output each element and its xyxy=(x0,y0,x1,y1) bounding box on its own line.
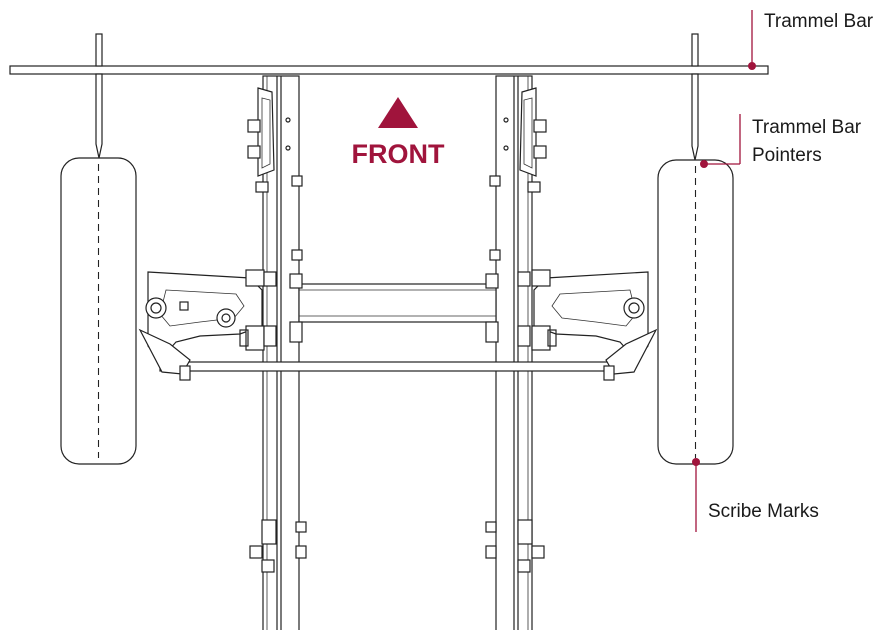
left-suspension xyxy=(138,269,303,381)
scribe-marks-callout: Scribe Marks xyxy=(692,458,819,532)
front-indicator: FRONT xyxy=(352,97,445,169)
left-tire xyxy=(60,157,137,465)
right-suspension xyxy=(485,269,658,381)
right-trammel-pointer xyxy=(691,33,699,161)
trammel-bar-pointers-label-line1: Trammel Bar xyxy=(752,117,862,138)
scribe-mark-marker xyxy=(692,458,700,466)
left-ball-joint xyxy=(145,297,167,319)
right-tire xyxy=(657,159,734,465)
left-lower-bracket xyxy=(261,519,277,545)
crossmembers xyxy=(159,283,611,372)
right-lower-bracket xyxy=(517,519,533,545)
trammel-bar-pointers-callout: Trammel Bar Pointers xyxy=(700,114,862,168)
frame-brackets xyxy=(247,87,547,573)
trammel-bar-pointers-marker xyxy=(700,160,708,168)
trammel-bar-label: Trammel Bar xyxy=(764,11,874,32)
scribe-marks-label: Scribe Marks xyxy=(708,501,819,522)
trammel-bar xyxy=(9,65,769,75)
trammel-bar-pointers-label-line2: Pointers xyxy=(752,145,822,166)
left-trammel-pointer xyxy=(95,33,103,159)
trammel-bar-callout: Trammel Bar xyxy=(748,10,874,70)
front-arrow-icon xyxy=(378,97,418,128)
front-label: FRONT xyxy=(352,139,445,169)
trammel-bar-marker xyxy=(748,62,756,70)
right-ball-joint xyxy=(623,297,645,319)
rear-crossmember xyxy=(159,361,611,372)
